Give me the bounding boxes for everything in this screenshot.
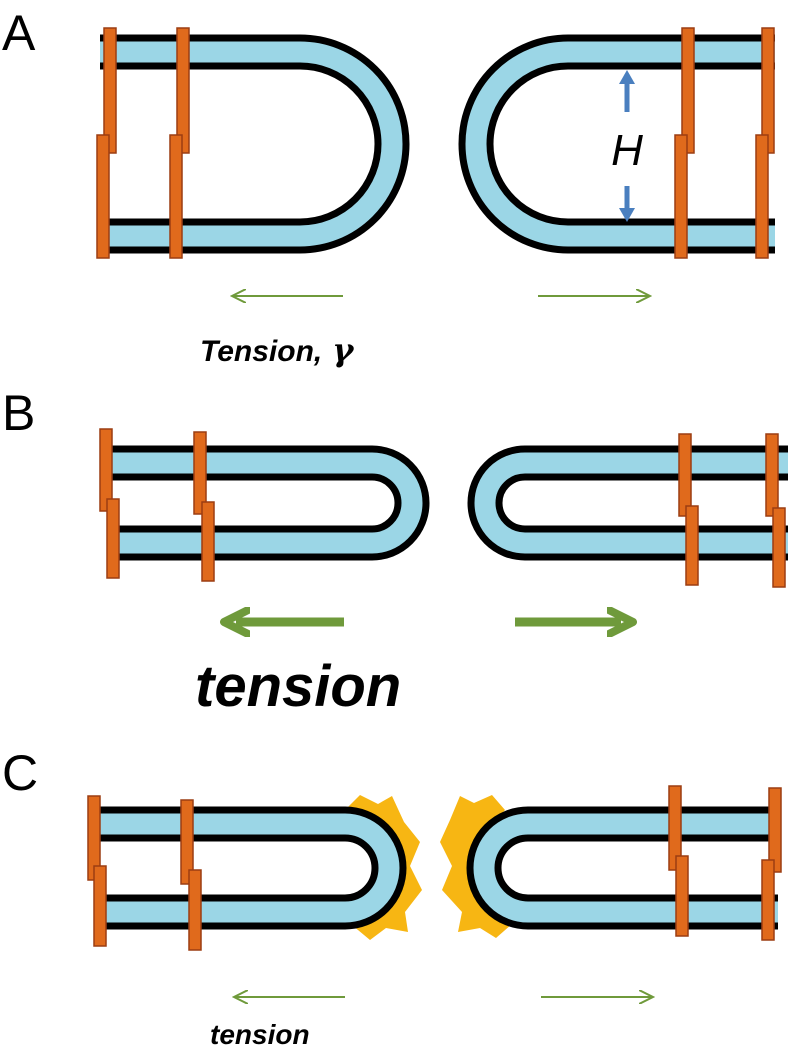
panel-a-tension-label: Tension,γ <box>200 331 355 369</box>
panel-a-gap-indicator: H <box>611 70 643 222</box>
post <box>681 27 695 154</box>
panel-b-label: B <box>2 385 35 441</box>
post <box>188 869 202 951</box>
post <box>678 433 692 517</box>
panel-a-left-bilayer <box>100 34 410 254</box>
panel-b-right-bilayer <box>467 445 788 561</box>
post <box>169 134 183 259</box>
fusion-protein <box>345 795 422 940</box>
panel-c-right-bilayer <box>466 806 778 930</box>
post <box>668 785 682 871</box>
post <box>755 134 769 259</box>
panel-c-tension-label: tension <box>210 1019 310 1050</box>
panel-b-tension-label: tension <box>195 654 401 719</box>
post <box>765 433 779 517</box>
panel-c-label: C <box>2 745 38 801</box>
panel-c-posts <box>87 785 782 951</box>
post <box>761 859 775 941</box>
panel-c: C tension <box>2 745 782 1050</box>
panel-a-posts <box>96 27 775 259</box>
panel-c-left-bilayer <box>96 806 407 930</box>
post <box>768 787 782 873</box>
post <box>674 134 688 259</box>
post <box>193 431 207 515</box>
post <box>176 27 190 154</box>
panel-c-left-fusion-protein <box>345 795 422 940</box>
post <box>201 501 215 582</box>
post <box>103 27 117 154</box>
post <box>180 799 194 885</box>
post <box>96 134 110 259</box>
post <box>772 507 786 588</box>
panel-a: A H Tension,γ <box>2 5 775 369</box>
panel-b-left-bilayer <box>108 445 430 561</box>
panel-b-posts <box>99 428 786 588</box>
post <box>99 428 113 512</box>
post <box>685 505 699 586</box>
post <box>93 865 107 947</box>
post <box>106 498 120 579</box>
gap-label: H <box>611 126 643 175</box>
panel-a-label: A <box>2 5 36 61</box>
post <box>675 855 689 937</box>
panel-a-right-bilayer <box>458 34 775 254</box>
panel-b: B tension <box>2 385 788 719</box>
